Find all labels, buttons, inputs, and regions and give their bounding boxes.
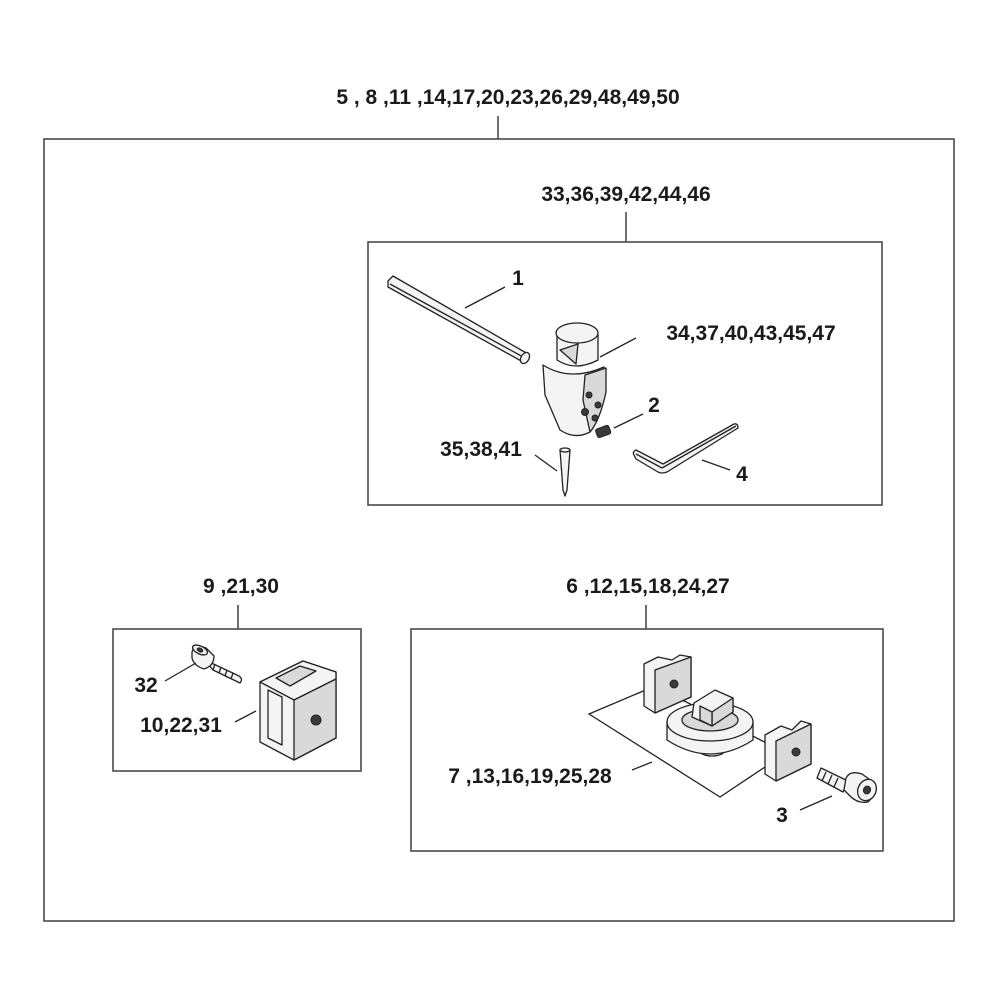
clamp-block-label: 10,22,31: [140, 714, 222, 737]
item-4-label: 4: [736, 463, 748, 486]
jaw-base-part: [666, 689, 754, 757]
tool-holder-label: 34,37,40,43,45,47: [666, 322, 835, 345]
tool-holder-leader: [599, 337, 637, 358]
clamp-block-leader: [234, 710, 257, 723]
item-4-leader: [701, 459, 731, 471]
cap-screw-part: [816, 767, 878, 804]
set-screw-part: [595, 424, 612, 439]
main-kit-label: 5 , 8 ,11 ,14,17,20,23,26,29,48,49,50: [336, 86, 679, 109]
item-32-leader: [164, 662, 197, 682]
item-3-label: 3: [776, 804, 788, 827]
clamp-kit-label: 9 ,21,30: [203, 575, 279, 598]
main-kit-frame: [43, 138, 955, 922]
tool-holder-part: [542, 322, 607, 437]
item-1-label: 1: [512, 267, 524, 290]
jaw-kit-label: 6 ,12,15,18,24,27: [566, 575, 729, 598]
jaw-base-leader: [631, 761, 653, 771]
hex-key-part: [632, 423, 739, 474]
lower-jaw-part: [764, 720, 812, 782]
jaw-base-label: 7 ,13,16,19,25,28: [448, 765, 612, 788]
item-32-label: 32: [134, 674, 157, 697]
tool-kit-label: 33,36,39,42,44,46: [541, 183, 710, 206]
pin-leader: [534, 454, 558, 472]
clamp-kit-frame: [112, 628, 362, 772]
jaw-kit-frame: [410, 628, 884, 852]
upper-jaw-part: [643, 654, 692, 714]
clamp-screw-part: [191, 644, 243, 684]
item-2-leader: [613, 413, 644, 429]
item-1-leader: [464, 286, 506, 309]
clamp-block-part: [259, 660, 337, 761]
tool-kit-frame: [367, 241, 883, 506]
pin-part: [559, 447, 571, 497]
item-3-leader: [799, 795, 833, 811]
rod-part: [387, 275, 531, 365]
pin-label: 35,38,41: [440, 438, 522, 461]
item-2-label: 2: [648, 394, 660, 417]
